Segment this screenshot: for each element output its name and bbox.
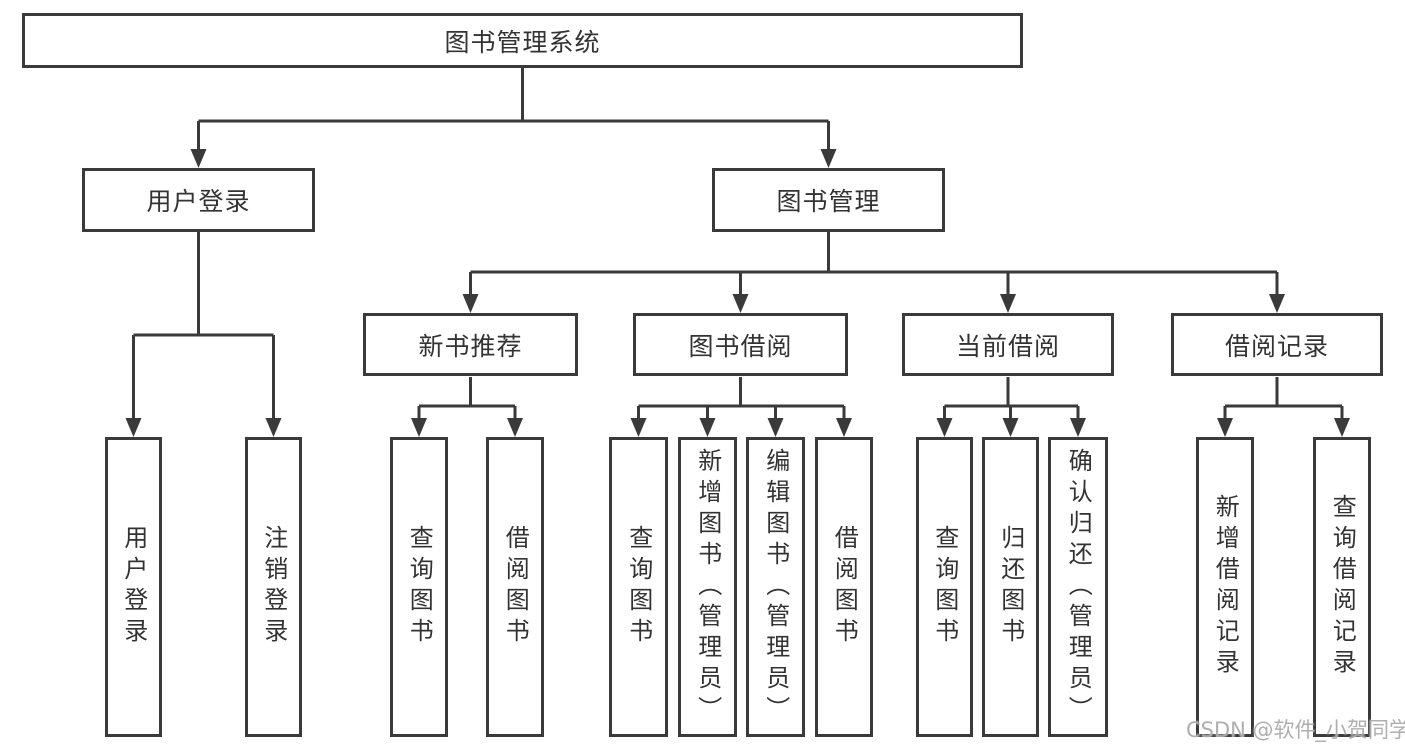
arrow-down-icon [732, 294, 749, 313]
watermark: CSDN @软件_小贺同学 [1186, 718, 1405, 742]
connector-line [637, 377, 846, 421]
arrow-down-icon [1217, 418, 1233, 437]
connector-line [469, 232, 1279, 297]
leaf-add-books-admin: 新增图书（管理员） [678, 437, 737, 737]
arrow-down-icon [767, 418, 784, 437]
connector-new-book-rec-to-leaves [411, 377, 523, 437]
leaf-label: 归还图书 [996, 525, 1025, 649]
arrow-down-icon [820, 149, 837, 168]
leaf-edit-books-admin: 编辑图书（管理员） [746, 437, 805, 737]
leaf-label: 新增图书（管理员） [693, 447, 722, 727]
leaf-confirm-return-admin: 确认归还（管理员） [1048, 437, 1108, 737]
leaf-query-books: 查询图书 [609, 437, 668, 737]
leaf-label: 确认归还（管理员） [1064, 447, 1093, 727]
leaf-user-login: 用户登录 [105, 437, 162, 737]
arrow-down-icon [265, 418, 282, 437]
arrow-down-icon [1269, 294, 1285, 313]
arrow-down-icon [190, 149, 207, 168]
leaf-label: 借阅图书 [830, 525, 859, 649]
leaf-query-books-rec: 查询图书 [390, 437, 448, 737]
arrow-down-icon [462, 294, 479, 313]
leaf-borrow-books-rec: 借阅图书 [486, 437, 544, 737]
node-book-mgmt: 图书管理 [712, 168, 945, 232]
leaf-label: 新增借阅记录 [1211, 494, 1240, 680]
connector-line [417, 377, 517, 421]
leaf-query-books-current: 查询图书 [916, 437, 973, 737]
node-new-book-rec: 新书推荐 [363, 313, 578, 376]
connector-root-to-level2 [190, 68, 837, 168]
leaf-query-borrow-record: 查询借阅记录 [1313, 437, 1371, 737]
leaf-label: 用户登录 [119, 525, 148, 649]
leaf-label: 查询图书 [930, 525, 959, 649]
leaf-label: 查询图书 [405, 525, 434, 649]
arrow-down-icon [1334, 418, 1350, 437]
connector-line [943, 377, 1080, 421]
node-user-login: 用户登录 [82, 168, 315, 232]
connector-book-borrow-to-leaves [630, 377, 852, 437]
arrow-down-icon [936, 418, 953, 437]
connector-line [132, 232, 275, 421]
connector-user-login-to-leaves [125, 232, 282, 437]
arrow-down-icon [630, 418, 647, 437]
arrow-down-icon [125, 418, 142, 437]
leaf-logout: 注销登录 [245, 437, 302, 737]
arrow-down-icon [1070, 418, 1086, 437]
connector-current-borrow-to-leaves [936, 377, 1086, 437]
leaf-label: 借阅图书 [501, 525, 530, 649]
arrow-down-icon [1002, 418, 1019, 437]
arrow-down-icon [836, 418, 852, 437]
connector-borrow-records-to-leaves [1217, 377, 1350, 437]
connector-line [1223, 377, 1344, 421]
leaf-label: 编辑图书（管理员） [761, 447, 790, 727]
arrow-down-icon [699, 418, 716, 437]
node-root: 图书管理系统 [22, 13, 1023, 68]
arrow-down-icon [1000, 294, 1016, 313]
leaf-borrow-books: 借阅图书 [815, 437, 873, 737]
arrow-down-icon [411, 418, 427, 437]
node-borrow-records: 借阅记录 [1171, 313, 1383, 376]
leaf-label: 查询借阅记录 [1328, 494, 1357, 680]
node-book-borrow: 图书借阅 [633, 313, 848, 376]
connector-line [197, 68, 830, 152]
leaf-add-borrow-record: 新增借阅记录 [1196, 437, 1254, 737]
leaf-label: 注销登录 [259, 525, 288, 649]
connector-book-mgmt-to-groups [462, 232, 1285, 313]
node-current-borrow: 当前借阅 [902, 313, 1114, 376]
leaf-return-books: 归还图书 [982, 437, 1039, 737]
arrow-down-icon [507, 418, 523, 437]
leaf-label: 查询图书 [624, 525, 653, 649]
